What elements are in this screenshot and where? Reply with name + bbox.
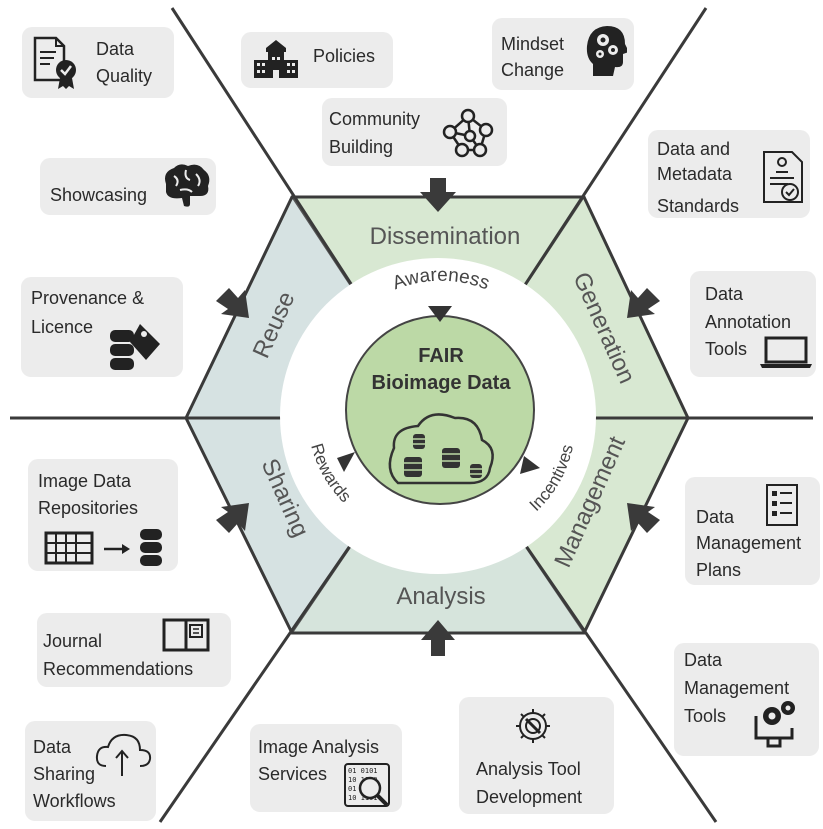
ring-arrow-down-icon	[428, 306, 452, 322]
box-annotation-tools	[690, 271, 816, 377]
label-mindset-2: Change	[501, 60, 565, 80]
document-check-icon	[763, 151, 803, 203]
network-icon	[442, 108, 494, 158]
label-sharing-workflows-3: Workflows	[33, 791, 116, 811]
label-repositories-2: Repositories	[38, 498, 139, 518]
box-dm-tools	[674, 643, 819, 756]
inward-arrows	[216, 178, 660, 656]
brain-icon	[165, 164, 210, 207]
label-community-1: Community	[329, 109, 421, 129]
database-tag-icon	[110, 324, 160, 370]
arrow-provenance-icon	[216, 288, 249, 318]
segment-label-analysis: Analysis	[396, 583, 485, 610]
binary-search-icon: 01 0101 10 1110 01 0010 10 1101	[344, 763, 390, 807]
label-mindset-1: Mindset	[501, 34, 565, 54]
label-analysis-services-1: Image Analysis	[258, 737, 380, 757]
center-title: FAIR	[418, 345, 464, 367]
label-standards-2: Metadata	[657, 164, 733, 184]
label-journal-1: Journal	[43, 631, 103, 651]
arrow-repositories-icon	[216, 503, 249, 533]
center-subtitle: Bioimage Data	[372, 372, 512, 394]
label-analysis-services-2: Services	[258, 764, 328, 784]
segment-label-dissemination: Dissemination	[370, 223, 521, 250]
wrench-gear-icon	[516, 709, 550, 743]
laptop-icon	[760, 336, 812, 368]
label-dmp-2: Management	[696, 533, 802, 553]
label-annotation-2: Annotation	[705, 312, 792, 332]
label-data-quality-2: Quality	[96, 66, 153, 86]
label-dm-tools-3: Tools	[684, 706, 727, 726]
head-gears-icon	[586, 26, 627, 76]
label-dmp-1: Data	[696, 507, 735, 527]
label-showcasing: Showcasing	[50, 185, 148, 205]
label-dmp-3: Plans	[696, 560, 742, 580]
cloud-upload-icon	[95, 733, 152, 776]
svg-text:10 1101: 10 1101	[348, 794, 378, 802]
arrow-dmp-icon	[627, 503, 660, 533]
label-standards-1: Data and	[657, 139, 731, 159]
cloud-database-icon	[388, 413, 494, 485]
label-provenance-1: Provenance &	[31, 288, 145, 308]
arrow-annotation-icon	[627, 288, 660, 318]
label-annotation-1: Data	[705, 284, 744, 304]
box-analysis-dev	[459, 697, 614, 814]
svg-text:01 0101: 01 0101	[348, 767, 378, 775]
label-analysis-dev-2: Development	[476, 787, 583, 807]
label-sharing-workflows-1: Data	[33, 737, 72, 757]
ring-arrow-right-icon	[520, 456, 540, 474]
label-dm-tools-2: Management	[684, 678, 790, 698]
box-provenance	[21, 277, 183, 377]
label-analysis-dev-1: Analysis Tool	[476, 759, 581, 779]
grid-to-database-icon	[44, 529, 162, 566]
label-community-2: Building	[329, 137, 394, 157]
certificate-icon	[33, 36, 76, 89]
checklist-icon	[766, 484, 798, 526]
box-standards	[648, 130, 810, 218]
label-sharing-workflows-2: Sharing	[33, 764, 96, 784]
label-dm-tools-1: Data	[684, 650, 723, 670]
arrow-analysis-dev-icon	[421, 620, 455, 656]
label-journal-2: Recommendations	[43, 659, 194, 679]
label-annotation-3: Tools	[705, 339, 748, 359]
arrow-community-icon	[420, 178, 456, 212]
building-icon	[254, 40, 298, 78]
book-icon	[162, 618, 210, 652]
label-repositories-1: Image Data	[38, 471, 132, 491]
monitor-gears-icon	[754, 701, 795, 748]
ring-arrow-left-icon	[337, 452, 355, 472]
label-policies: Policies	[313, 46, 376, 66]
label-standards-3: Standards	[657, 196, 740, 216]
label-data-quality-1: Data	[96, 39, 135, 59]
label-provenance-2: Licence	[31, 317, 94, 337]
